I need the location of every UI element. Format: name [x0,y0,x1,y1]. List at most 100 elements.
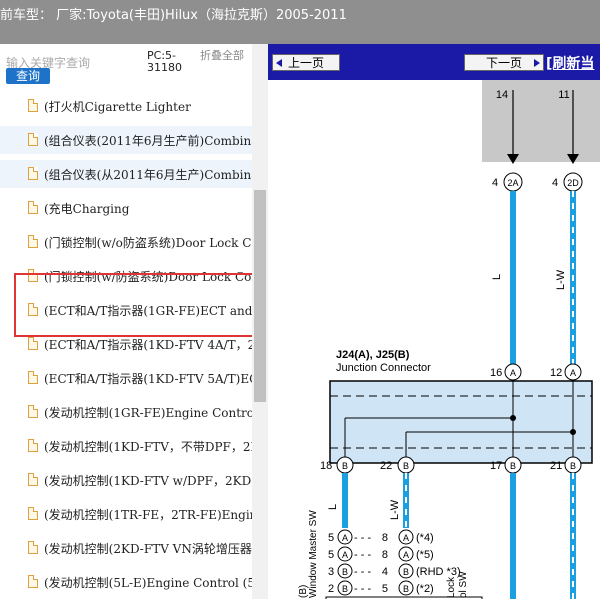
conn-code: B [403,461,409,471]
tree-item-label: (发动机控制(1TR-FE，2TR-FE)Engine Control [44,508,252,522]
conn-num: 4 [492,177,498,189]
file-icon [28,575,38,588]
tree-item[interactable]: (发动机控制(1GR-FE)Engine Control [0,398,252,426]
conn-num: 18 [320,460,332,472]
junction-box [329,380,593,464]
diagram-viewer: 上一页 下一页 [刷新当 14 11 4 2A 4 2D L L-W J24(A… [268,44,600,599]
tree-item[interactable]: (打火机Cigarette Lighter [0,92,252,120]
svg-text:A: A [342,533,348,543]
search-button[interactable]: 查询 [6,68,50,84]
tree-item[interactable]: (ECT和A/T指示器(1KD-FTV 4A/T，2KD-FTV) [0,330,252,358]
refresh-link[interactable]: [刷新当 [546,56,595,72]
conn-num: 21 [550,460,562,472]
svg-text:A: A [403,550,409,560]
svg-text:8: 8 [382,532,388,544]
top-component [482,80,600,162]
conn-code: B [570,461,576,471]
pc-code-label: PC:5-31180 [147,49,182,74]
tree-item-label: (发动机控制(1KD-FTV w/DPF，2KD-FTV) [44,474,252,488]
window-title: 前车型： 厂家:Toyota(丰田)Hilux（海拉克斯）2005-2011 [0,8,347,23]
svg-text:B: B [342,584,348,594]
wire-label: L-W [555,269,567,290]
tree-item[interactable]: (发动机控制(2KD-FTV VN涡轮增压器) [0,534,252,562]
tree-item[interactable]: (组合仪表(从2011年6月生产)Combination Meter [0,160,252,188]
file-icon [28,439,38,452]
conn-code: A [510,368,516,378]
tree-item[interactable]: (门锁控制(w/o防盗系统)Door Lock Control [0,228,252,256]
conn-code: A [570,368,576,378]
file-icon [28,541,38,554]
svg-text:2: 2 [328,583,334,595]
pin-label: 11 [558,89,569,101]
switch-box [325,596,483,599]
file-icon [28,337,38,350]
arrow-down-icon [567,154,579,164]
svg-text:8: 8 [382,549,388,561]
tree-item[interactable]: (ECT和A/T指示器(1KD-FTV 5A/T)ECT [0,364,252,392]
conn-num: 16 [490,367,502,379]
selection-highlight [14,273,258,337]
svg-text:- - -: - - - [354,532,371,544]
tree-item[interactable]: (发动机控制(1TR-FE，2TR-FE)Engine Control [0,500,252,528]
svg-text:A: A [342,550,348,560]
conn-code: 2D [567,178,579,188]
wire-label: L-W [389,499,401,520]
tree-item-label: (充电Charging [44,202,130,216]
tree-item[interactable]: (发动机控制(1KD-FTV，不带DPF，2KD-FTV) [0,432,252,460]
tree-item[interactable]: (发动机控制(1KD-FTV w/DPF，2KD-FTV) [0,466,252,494]
wire-label: L [491,274,503,280]
tree-item-label: (门锁控制(w/o防盗系统)Door Lock Control [44,236,252,250]
tree-item[interactable]: (组合仪表(2011年6月生产前)Combination Meter [0,126,252,154]
file-icon [28,133,38,146]
svg-text:3: 3 [328,566,334,578]
conn-num: 12 [550,367,562,379]
lock-sw-label: ol SW [458,571,469,598]
file-icon [28,371,38,384]
prev-page-label: 上一页 [287,56,324,70]
side-label-b: (B) [298,585,309,598]
file-icon [28,303,38,316]
svg-text:(*2): (*2) [416,583,434,595]
viewer-toolbar: 上一页 下一页 [刷新当 [268,44,600,80]
svg-text:(*4): (*4) [416,532,434,544]
svg-text:4: 4 [382,566,388,578]
search-input[interactable]: 输入关键字查询 [6,56,91,70]
conn-code: B [510,461,516,471]
arrow-left-icon [276,59,282,67]
tree-item-label: (发动机控制(1KD-FTV，不带DPF，2KD-FTV) [44,440,252,454]
tree-item[interactable]: (充电Charging [0,194,252,222]
svg-text:5: 5 [328,549,334,561]
connector-circle [564,363,582,381]
title-bar: 前车型： 厂家:Toyota(丰田)Hilux（海拉克斯）2005-2011 [0,0,600,44]
vertical-scrollbar[interactable] [252,44,268,599]
file-icon [28,201,38,214]
tree-item-label: (ECT和A/T指示器(1GR-FE)ECT and A/T Indicator [44,304,252,318]
svg-text:B: B [403,584,409,594]
cross-ref-rows: 5 A - - - 8 A (*4) 5 A - - - 8 A (*5) 3 … [328,529,461,596]
svg-text:B: B [342,567,348,577]
file-icon [28,167,38,180]
conn-code: 2A [507,178,518,188]
next-page-label: 下一页 [485,56,522,70]
tree-item[interactable]: (ECT和A/T指示器(1GR-FE)ECT and A/T Indicator [0,296,252,324]
svg-text:(*5): (*5) [416,549,434,561]
tree-item-label: (发动机控制(2KD-FTV VN涡轮增压器) [44,542,252,556]
tree-item-label: (发动机控制(5L-E)Engine Control (5L-E) [44,576,252,590]
side-label: Window Master SW [308,510,319,598]
tree-item-label: (打火机Cigarette Lighter [44,100,191,114]
wire-label: L [327,504,339,510]
tree-item-label: (组合仪表(从2011年6月生产)Combination Meter [44,168,252,182]
junction-title: J24(A), J25(B) [336,349,410,361]
svg-text:(RHD *3): (RHD *3) [416,566,461,578]
next-page-button[interactable]: 下一页 [464,54,544,71]
scrollbar-thumb[interactable] [254,190,266,402]
file-icon [28,473,38,486]
connector-circle [504,363,522,381]
collapse-all-button[interactable]: 折叠全部 [200,49,244,62]
file-icon [28,405,38,418]
conn-code: B [342,461,348,471]
svg-text:B: B [403,567,409,577]
tree-item-label: (ECT和A/T指示器(1KD-FTV 4A/T，2KD-FTV) [44,338,252,352]
prev-page-button[interactable]: 上一页 [272,54,340,71]
tree-item[interactable]: (发动机控制(5L-E)Engine Control (5L-E) [0,568,252,596]
